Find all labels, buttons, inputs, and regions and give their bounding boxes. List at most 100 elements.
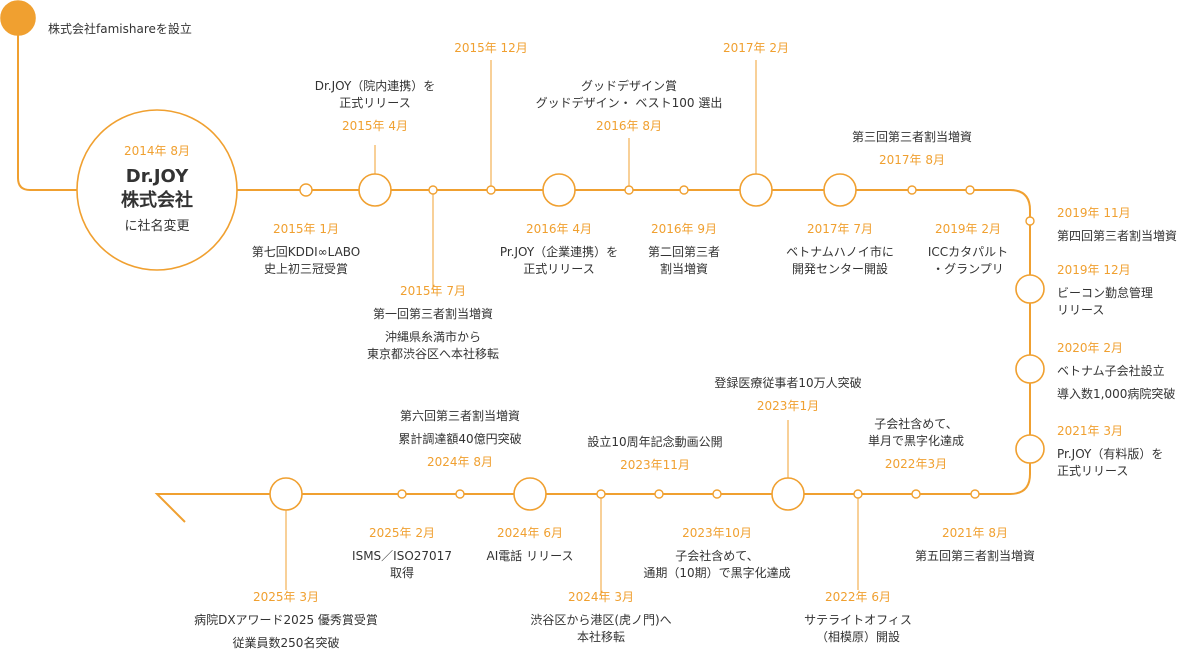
event-text: 取得 [389, 566, 414, 580]
event-date: 2021年 8月 [941, 526, 1008, 540]
event-text: 第六回第三者割当増資 [399, 409, 520, 423]
event-text: 従業員数250名突破 [232, 636, 340, 650]
node-2023-01 [771, 477, 805, 511]
node-2015-04 [358, 173, 392, 207]
node-2019-02 [965, 185, 975, 195]
event-date: 2024年 3月 [568, 590, 634, 604]
node-2021-03 [1015, 434, 1045, 464]
node-2015-12 [486, 185, 496, 195]
event-text: 開発センター開設 [791, 262, 888, 276]
event-label: 2023年10月子会社含めて、通期（10期）で黒字化達成 [643, 525, 790, 582]
rename-label: 2014年 8月 Dr.JOY 株式会社 に社名変更 [77, 142, 237, 234]
event-text: 通期（10期）で黒字化達成 [643, 566, 791, 580]
event-text: ベトナムハノイ市に [786, 245, 894, 259]
event-text: Pr.JOY（企業連携）を [499, 245, 619, 259]
node-2017-02 [739, 173, 773, 207]
event-text: グッドデザイン・ ベスト100 選出 [535, 96, 723, 110]
event-text: 本社移転 [576, 630, 625, 644]
event-text: 登録医療従事者10万人突破 [714, 376, 862, 390]
event-text: Pr.JOY（有料版）を [1057, 447, 1164, 461]
event-text: 第一回第三者割当増資 [372, 307, 494, 321]
node-2017-07 [823, 173, 857, 207]
event-label: 2024年 3月渋谷区から港区(虎ノ門)へ本社移転 [530, 589, 671, 646]
event-text: 第七回KDDI∞LABO [251, 245, 361, 259]
node-2024-06 [513, 477, 547, 511]
node-2025-03 [269, 477, 303, 511]
event-date: 2024年 6月 [497, 526, 563, 540]
event-text: ISMS／ISO27017 [352, 549, 452, 563]
event-date: 2016年 9月 [650, 222, 717, 236]
event-text: 設立10周年記念動画公開 [587, 435, 723, 449]
event-text: 累計調達額40億円突破 [398, 432, 522, 446]
event-text: 子会社含めて、 [874, 417, 958, 431]
timeline-track [17, 20, 1031, 523]
event-label: 登録医療従事者10万人突破 2023年1月 [714, 375, 861, 415]
event-date: 2022年 6月 [824, 590, 891, 604]
node-2016-09 [679, 185, 689, 195]
event-text: 史上初三冠受賞 [263, 262, 348, 276]
event-date: 2017年 7月 [807, 222, 873, 236]
event-label: 2017年 2月 [723, 40, 789, 57]
node-2020-02 [1015, 354, 1045, 384]
event-label: 2015年 12月 [454, 40, 528, 57]
event-text: 単月で黒字化達成 [867, 434, 965, 448]
node-2022-03 [911, 489, 921, 499]
node-2021-08 [970, 489, 980, 499]
rename-line3: に社名変更 [124, 219, 190, 234]
event-date: 2016年 8月 [596, 119, 662, 133]
node-2016-08 [624, 185, 634, 195]
event-date: 2017年 8月 [878, 153, 945, 167]
event-label: 設立10周年記念動画公開 2023年11月 [587, 434, 722, 474]
event-date: 2015年 4月 [341, 119, 408, 133]
event-text: 東京都渋谷区へ本社移転 [366, 347, 500, 361]
event-text: 正式リリース [339, 96, 411, 110]
event-label: 2015年 1月第七回KDDI∞LABO 史上初三冠受賞 [252, 221, 361, 278]
event-label: 2019年 11月第四回第三者割当増資 [1057, 205, 1177, 245]
node-2017-08 [907, 185, 917, 195]
event-label: 2022年 6月サテライトオフィス（相模原）開設 [804, 589, 912, 646]
event-label: 2021年 8月第五回第三者割当増資 [915, 525, 1035, 565]
event-date: 2015年 12月 [454, 41, 528, 55]
event-text: 正式リリース [523, 262, 595, 276]
event-date: 2024年 8月 [427, 455, 493, 469]
event-text: 第二回第三者 [647, 245, 721, 259]
event-date: 2025年 2月 [369, 526, 435, 540]
event-text: 沖縄県糸満市から [384, 330, 482, 344]
event-text: 第四回第三者割当増資 [1057, 229, 1178, 243]
event-text: 第三回第三者割当増資 [851, 130, 973, 144]
event-label: 2016年 9月第二回第三者割当増資 [648, 221, 720, 278]
event-text: ・グランプリ [932, 262, 1004, 276]
event-text: ICCカタパルト [927, 245, 1009, 259]
event-date: 2019年 12月 [1057, 263, 1131, 277]
event-text: ビーコン勤怠管理 [1057, 286, 1154, 300]
event-date: 2019年 2月 [935, 222, 1001, 236]
event-date: 2017年 2月 [723, 41, 789, 55]
event-text: 正式リリース [1057, 464, 1129, 478]
event-date: 2023年11月 [620, 458, 690, 472]
event-text: 導入数1,000病院突破 [1057, 387, 1176, 401]
node-2016-04 [542, 173, 576, 207]
event-text: ベトナム子会社設立 [1057, 364, 1165, 378]
event-date: 2019年 11月 [1057, 206, 1131, 220]
start-text: 株式会社famishareを設立 [48, 22, 192, 36]
node-2023-11 [654, 489, 664, 499]
event-text: 渋谷区から港区(虎ノ門)へ [530, 613, 672, 627]
start-dot [0, 0, 36, 36]
event-date: 2015年 1月 [273, 222, 339, 236]
node-2015-01 [299, 183, 313, 197]
event-text: Dr.JOY（院内連携）を [314, 79, 436, 93]
rename-line2: 株式会社 [121, 190, 193, 211]
start-label: 株式会社famishareを設立 [48, 21, 192, 38]
event-label: 第六回第三者割当増資累計調達額40億円突破 2024年 8月 [398, 408, 521, 471]
event-date: 2023年1月 [756, 399, 820, 413]
event-text: 第五回第三者割当増資 [914, 549, 1036, 563]
event-date: 2022年3月 [884, 457, 948, 471]
node-2022-06 [853, 489, 863, 499]
node-2019-11 [1025, 216, 1035, 226]
event-label: Dr.JOY（院内連携）を正式リリース 2015年 4月 [315, 78, 436, 135]
node-2024-08 [455, 489, 465, 499]
